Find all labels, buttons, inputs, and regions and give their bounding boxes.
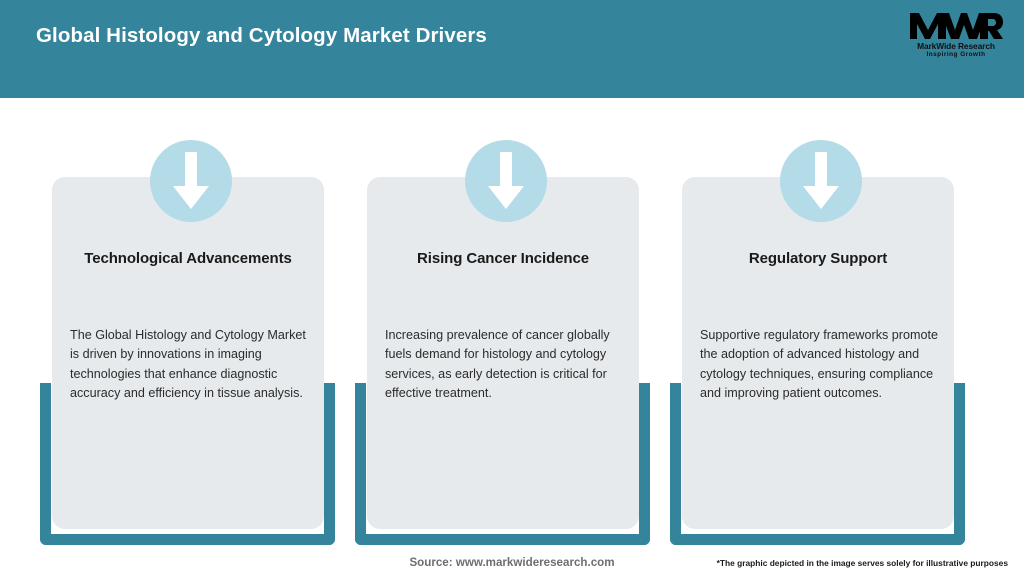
logo-tagline: Inspiring Growth: [926, 51, 986, 58]
card-accent-frame: [670, 383, 965, 545]
card-body-text: Increasing prevalence of cancer globally…: [385, 328, 610, 401]
down-arrow-icon: [803, 152, 839, 209]
down-arrow-icon: [488, 152, 524, 209]
card-title: Rising Cancer Incidence: [417, 250, 589, 267]
card-accent-frame: [40, 383, 335, 545]
driver-card-regulatory-support[interactable]: Regulatory Support Supportive regulatory…: [670, 98, 985, 558]
card-panel: [52, 177, 324, 529]
page-title: Global Histology and Cytology Market Dri…: [36, 24, 487, 47]
down-arrow-icon: [173, 152, 209, 209]
mwr-monogram-icon: [910, 13, 1003, 39]
card-accent-frame: [355, 383, 650, 545]
source-label: Source: www.markwideresearch.com: [409, 556, 615, 569]
disclaimer-note: *The graphic depicted in the image serve…: [716, 558, 1008, 568]
card-body-text: Supportive regulatory frameworks promote…: [700, 328, 938, 401]
card-panel: [367, 177, 639, 529]
driver-card-rising-cancer-incidence[interactable]: Rising Cancer Incidence Increasing preva…: [355, 98, 670, 558]
brand-logo: MarkWide Research Inspiring Growth: [908, 10, 1004, 64]
page-header: Global Histology and Cytology Market Dri…: [0, 0, 1024, 98]
card-body-text: The Global Histology and Cytology Market…: [70, 328, 306, 401]
card-title: Regulatory Support: [748, 250, 888, 267]
logo-company-name: MarkWide Research: [917, 41, 995, 51]
driver-card-technological-advancements[interactable]: Technological Advancements The Global Hi…: [40, 98, 355, 558]
card-title: Technological Advancements: [84, 250, 292, 267]
card-panel: [682, 177, 954, 529]
drivers-card-row: Technological Advancements The Global Hi…: [0, 98, 1024, 576]
